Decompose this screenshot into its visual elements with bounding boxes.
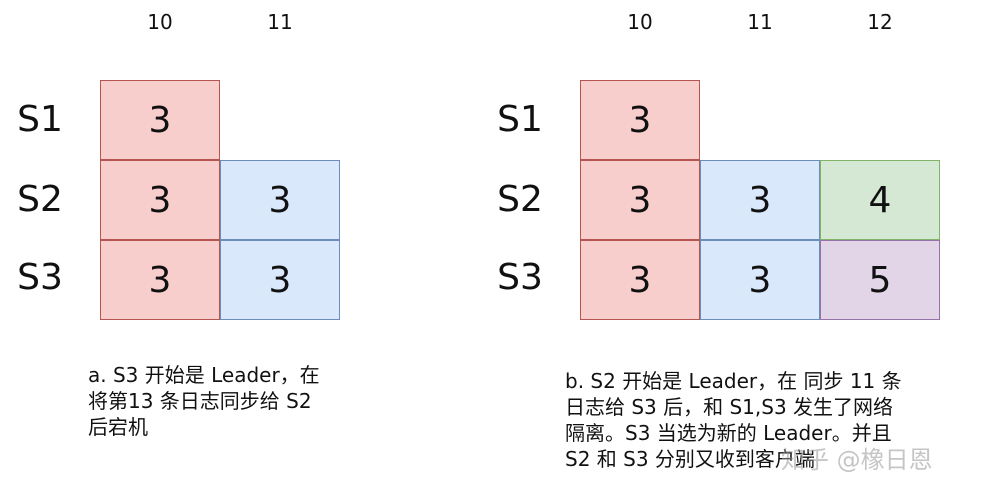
row-label-s3: S3 xyxy=(497,257,543,298)
log-entry-s2-11: 3 xyxy=(220,160,340,240)
row-label-s2: S2 xyxy=(497,179,543,220)
caption-a: a. S3 开始是 Leader，在 将第13 条日志同步给 S2 后宕机 xyxy=(88,363,320,439)
row-label-s1: S1 xyxy=(497,99,543,140)
column-label-10: 10 xyxy=(147,10,173,34)
log-entry-s3-11: 3 xyxy=(700,240,820,320)
log-entry-s3-11: 3 xyxy=(220,240,340,320)
log-entry-s3-12: 5 xyxy=(820,240,940,320)
log-entry-s1-10: 3 xyxy=(580,80,700,160)
log-entry-s3-10: 3 xyxy=(580,240,700,320)
log-entry-s2-10: 3 xyxy=(580,160,700,240)
row-label-s1: S1 xyxy=(17,99,63,140)
column-label-12: 12 xyxy=(867,10,893,34)
row-label-s2: S2 xyxy=(17,179,63,220)
watermark: 知乎 @橡日恩 xyxy=(781,446,933,474)
column-label-10: 10 xyxy=(627,10,653,34)
row-label-s3: S3 xyxy=(17,257,63,298)
log-entry-s2-10: 3 xyxy=(100,160,220,240)
column-label-11: 11 xyxy=(747,10,773,34)
log-entry-s3-10: 3 xyxy=(100,240,220,320)
log-entry-s2-12: 4 xyxy=(820,160,940,240)
log-entry-s2-11: 3 xyxy=(700,160,820,240)
column-label-11: 11 xyxy=(267,10,293,34)
log-entry-s1-10: 3 xyxy=(100,80,220,160)
caption-b: b. S2 开始是 Leader，在 同步 11 条 日志给 S3 后，和 S1… xyxy=(565,369,902,471)
